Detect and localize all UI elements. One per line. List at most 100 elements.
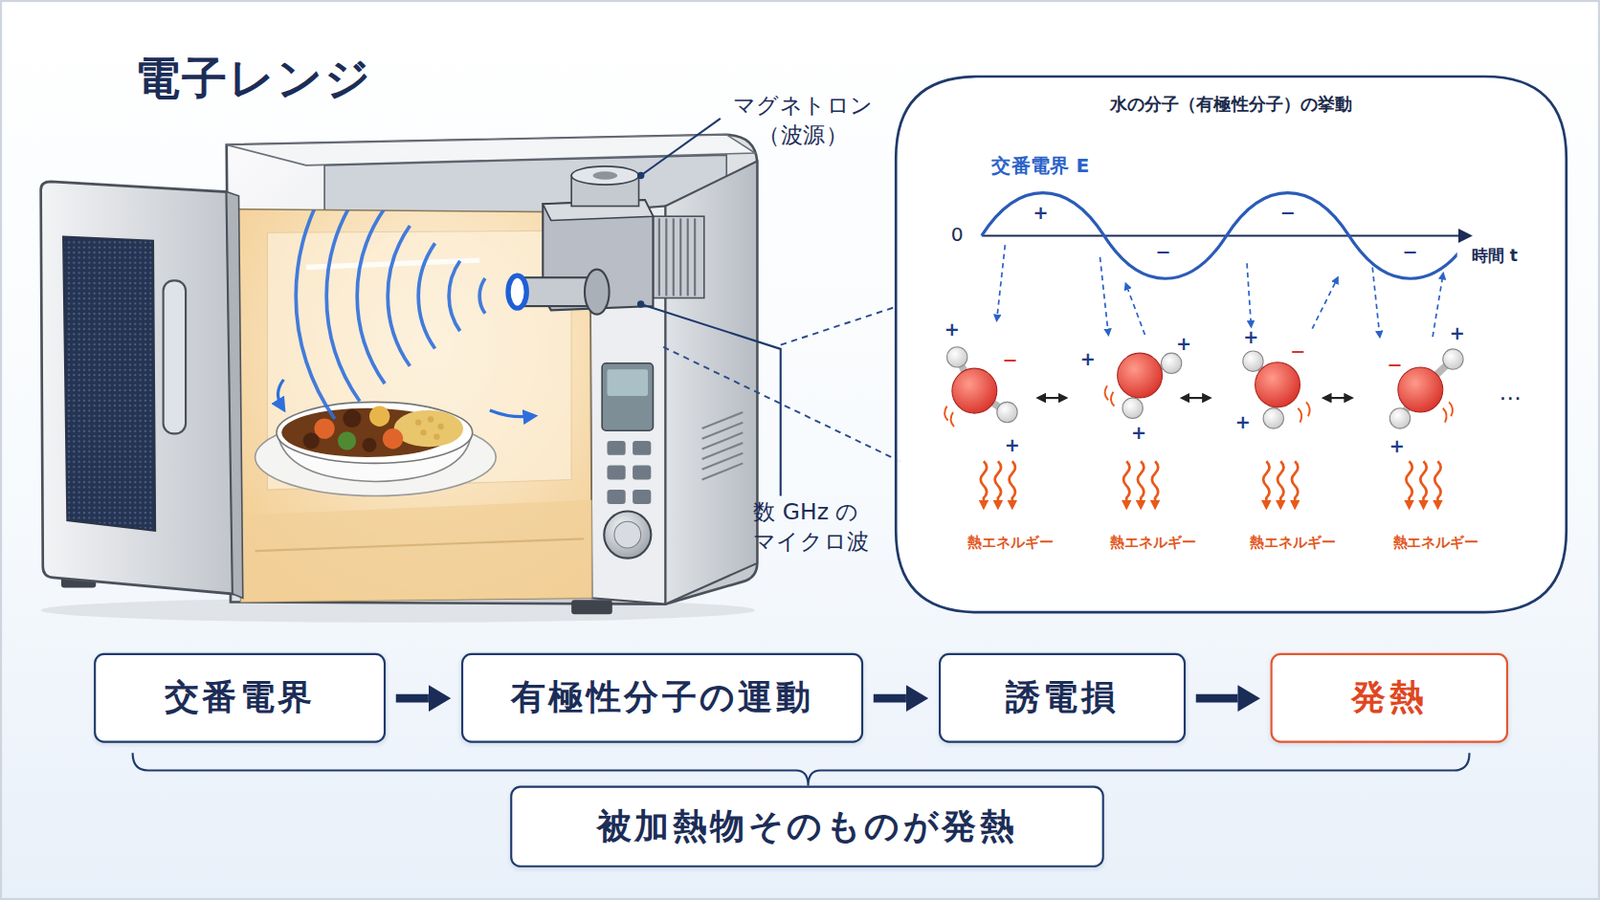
zoom-line (663, 306, 907, 465)
cooking-cavity (255, 538, 584, 552)
microwave-waves (387, 225, 410, 367)
dish (427, 416, 434, 423)
water-molecule (1263, 408, 1284, 429)
heat-arrow (1405, 461, 1441, 505)
leader-line (641, 118, 781, 497)
heat-arrow (980, 461, 1016, 505)
door (41, 181, 233, 595)
magnetron (571, 166, 639, 185)
control-panel (614, 521, 642, 549)
callout-label: 数 GHz の マイクロ波 (753, 498, 874, 557)
water-molecule (1160, 353, 1181, 374)
node-text: 交番電界 (164, 674, 316, 722)
microwave-waves (295, 173, 335, 420)
vibration-mark (1297, 408, 1302, 423)
dish (420, 429, 426, 436)
heat-arrow (1123, 461, 1158, 505)
magnetron (659, 218, 695, 296)
magnetron (693, 218, 696, 296)
water-molecule (1400, 359, 1453, 420)
leader-dot (637, 172, 645, 179)
magnetron (593, 171, 619, 180)
dish (369, 406, 390, 427)
magnetron (658, 218, 661, 296)
result-box: 発熱 (1270, 653, 1509, 744)
microwave-waves (418, 243, 435, 349)
dish (415, 416, 445, 441)
oscillation-arrow (1184, 397, 1207, 400)
water-molecule (1273, 384, 1278, 419)
dish (382, 428, 403, 449)
water-molecule (952, 368, 998, 414)
water-molecule (1252, 361, 1278, 420)
vibration-mark (1443, 408, 1447, 423)
field-to-molecule-arrow (1246, 263, 1251, 325)
vibration-mark (1448, 401, 1453, 417)
water-molecule (1243, 351, 1264, 372)
control-panel (606, 441, 625, 456)
vibration-mark (1111, 392, 1114, 407)
zoom-line (663, 347, 907, 466)
dish (337, 431, 356, 450)
water-molecule (1398, 367, 1444, 413)
dish (437, 423, 444, 430)
microwave-waves (479, 278, 486, 314)
leader-line (641, 118, 721, 177)
heat-arrow (980, 461, 1442, 505)
flow-arrow (873, 694, 907, 704)
water-molecule (1400, 390, 1421, 420)
wave-arrow (278, 379, 285, 407)
node-text: 誘電損 (1005, 674, 1119, 722)
vibration-mark (951, 412, 955, 427)
microwave-body (702, 412, 744, 480)
dish (415, 419, 422, 425)
control-panel (606, 369, 648, 397)
microwave-waves (326, 190, 360, 401)
leader-line (641, 304, 781, 497)
dish (342, 409, 361, 428)
field-to-molecule-arrow (1432, 275, 1444, 337)
dish (362, 438, 378, 453)
inset-outline (895, 76, 1567, 613)
vibration-mark (1306, 401, 1311, 417)
microwave-body (702, 422, 744, 440)
magnetron (584, 269, 610, 315)
field-to-molecule-arrow (1126, 286, 1145, 335)
flow-arrow (396, 694, 429, 704)
group-bracket (133, 753, 1470, 786)
microwave-body (702, 432, 744, 449)
wave-arrow (278, 379, 532, 418)
magnetron (665, 218, 667, 296)
oscillation-arrow (1041, 397, 1350, 400)
control-panel (603, 511, 651, 559)
vibration-mark (944, 385, 1453, 427)
water-molecule (1420, 359, 1453, 391)
dish (255, 401, 497, 496)
magnetron (652, 216, 704, 298)
field-to-molecule-arrow (1311, 279, 1337, 329)
water-molecule (1139, 363, 1172, 377)
water-molecule (1252, 361, 1278, 386)
magnetron (508, 275, 527, 309)
dish (276, 401, 473, 464)
water-molecule (1389, 408, 1410, 429)
water-molecule (956, 356, 1007, 413)
door (226, 192, 244, 600)
node-text: 水の分子（有極性分子）の挙動 (895, 92, 1567, 117)
node-text: 被加熱物そのものが発熱 (597, 803, 1018, 851)
flow-arrow (1196, 694, 1239, 704)
control-panel (632, 441, 651, 456)
field-to-molecule-arrow (997, 244, 1006, 319)
water-molecule (974, 391, 1007, 413)
water-molecule (1133, 363, 1173, 409)
cooking-cavity (241, 500, 593, 603)
electric-field-wave (981, 193, 1458, 280)
water-molecule (956, 356, 975, 391)
cooking-cavity (236, 209, 592, 603)
door (163, 280, 186, 434)
dish (303, 432, 320, 449)
inset-outline (895, 76, 1567, 613)
water-molecule (997, 401, 1018, 423)
